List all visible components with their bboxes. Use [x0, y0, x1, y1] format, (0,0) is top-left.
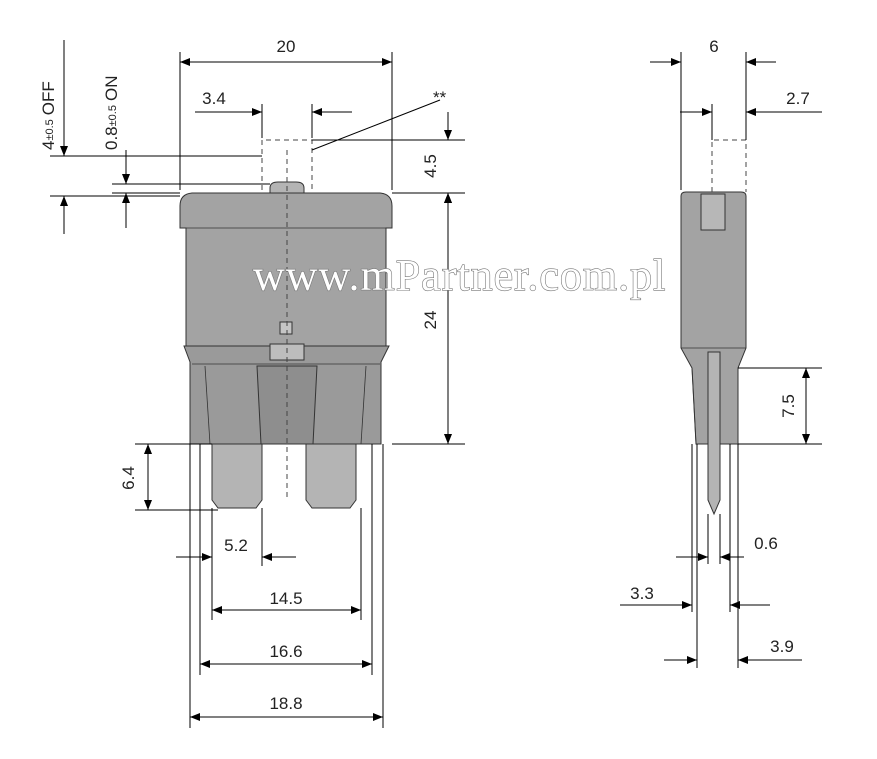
side-blade [707, 351, 721, 516]
dim-blade-height-side: 7.5 [779, 394, 798, 418]
dim-button-offset: 3.4 [202, 89, 226, 108]
dim-body-height: 24 [421, 311, 440, 330]
upper-housing [179, 192, 393, 347]
front-dimensions: 20 3.4 ** 4.5 24 4±0.5OFF 0.8±0.5ON [39, 37, 465, 728]
side-dimensions: 6 2.7 7.5 0.6 3.3 3.9 [620, 37, 822, 668]
right-blade [305, 443, 357, 509]
dim-blade-width: 5.2 [224, 536, 248, 555]
side-view [680, 139, 747, 516]
dim-base-width: 18.8 [269, 694, 302, 713]
note-marker: ** [433, 88, 447, 107]
dim-blade-thickness: 0.6 [754, 534, 778, 553]
on-tolerance: ±0.5 [107, 105, 119, 126]
left-blade [211, 443, 263, 509]
watermark: www.mPartner.com.pl [253, 251, 666, 300]
off-tolerance: ±0.5 [44, 119, 56, 140]
dim-off-state: 4±0.5 OFF [39, 81, 58, 150]
on-label: ON [102, 76, 121, 102]
front-view [179, 139, 393, 509]
dim-blade-offset-right: 3.9 [770, 637, 794, 656]
off-label: OFF [39, 81, 58, 115]
side-body [680, 191, 747, 445]
off-value: 4 [39, 141, 58, 150]
dim-blade-span-inner: 14.5 [269, 589, 302, 608]
dim-on-state: 0.8±0.5 ON [102, 76, 121, 150]
dim-blade-length: 6.4 [119, 466, 138, 490]
indicator-square [279, 321, 293, 335]
dim-button-travel: 4.5 [421, 154, 440, 178]
on-value: 0.8 [102, 126, 121, 150]
dim-button-depth: 2.7 [786, 89, 810, 108]
dim-side-thickness: 6 [709, 37, 718, 56]
side-button-slot [700, 193, 726, 231]
dim-total-width: 20 [277, 37, 296, 56]
dim-blade-span: 16.6 [269, 642, 302, 661]
dim-blade-offset-left: 3.3 [630, 584, 654, 603]
